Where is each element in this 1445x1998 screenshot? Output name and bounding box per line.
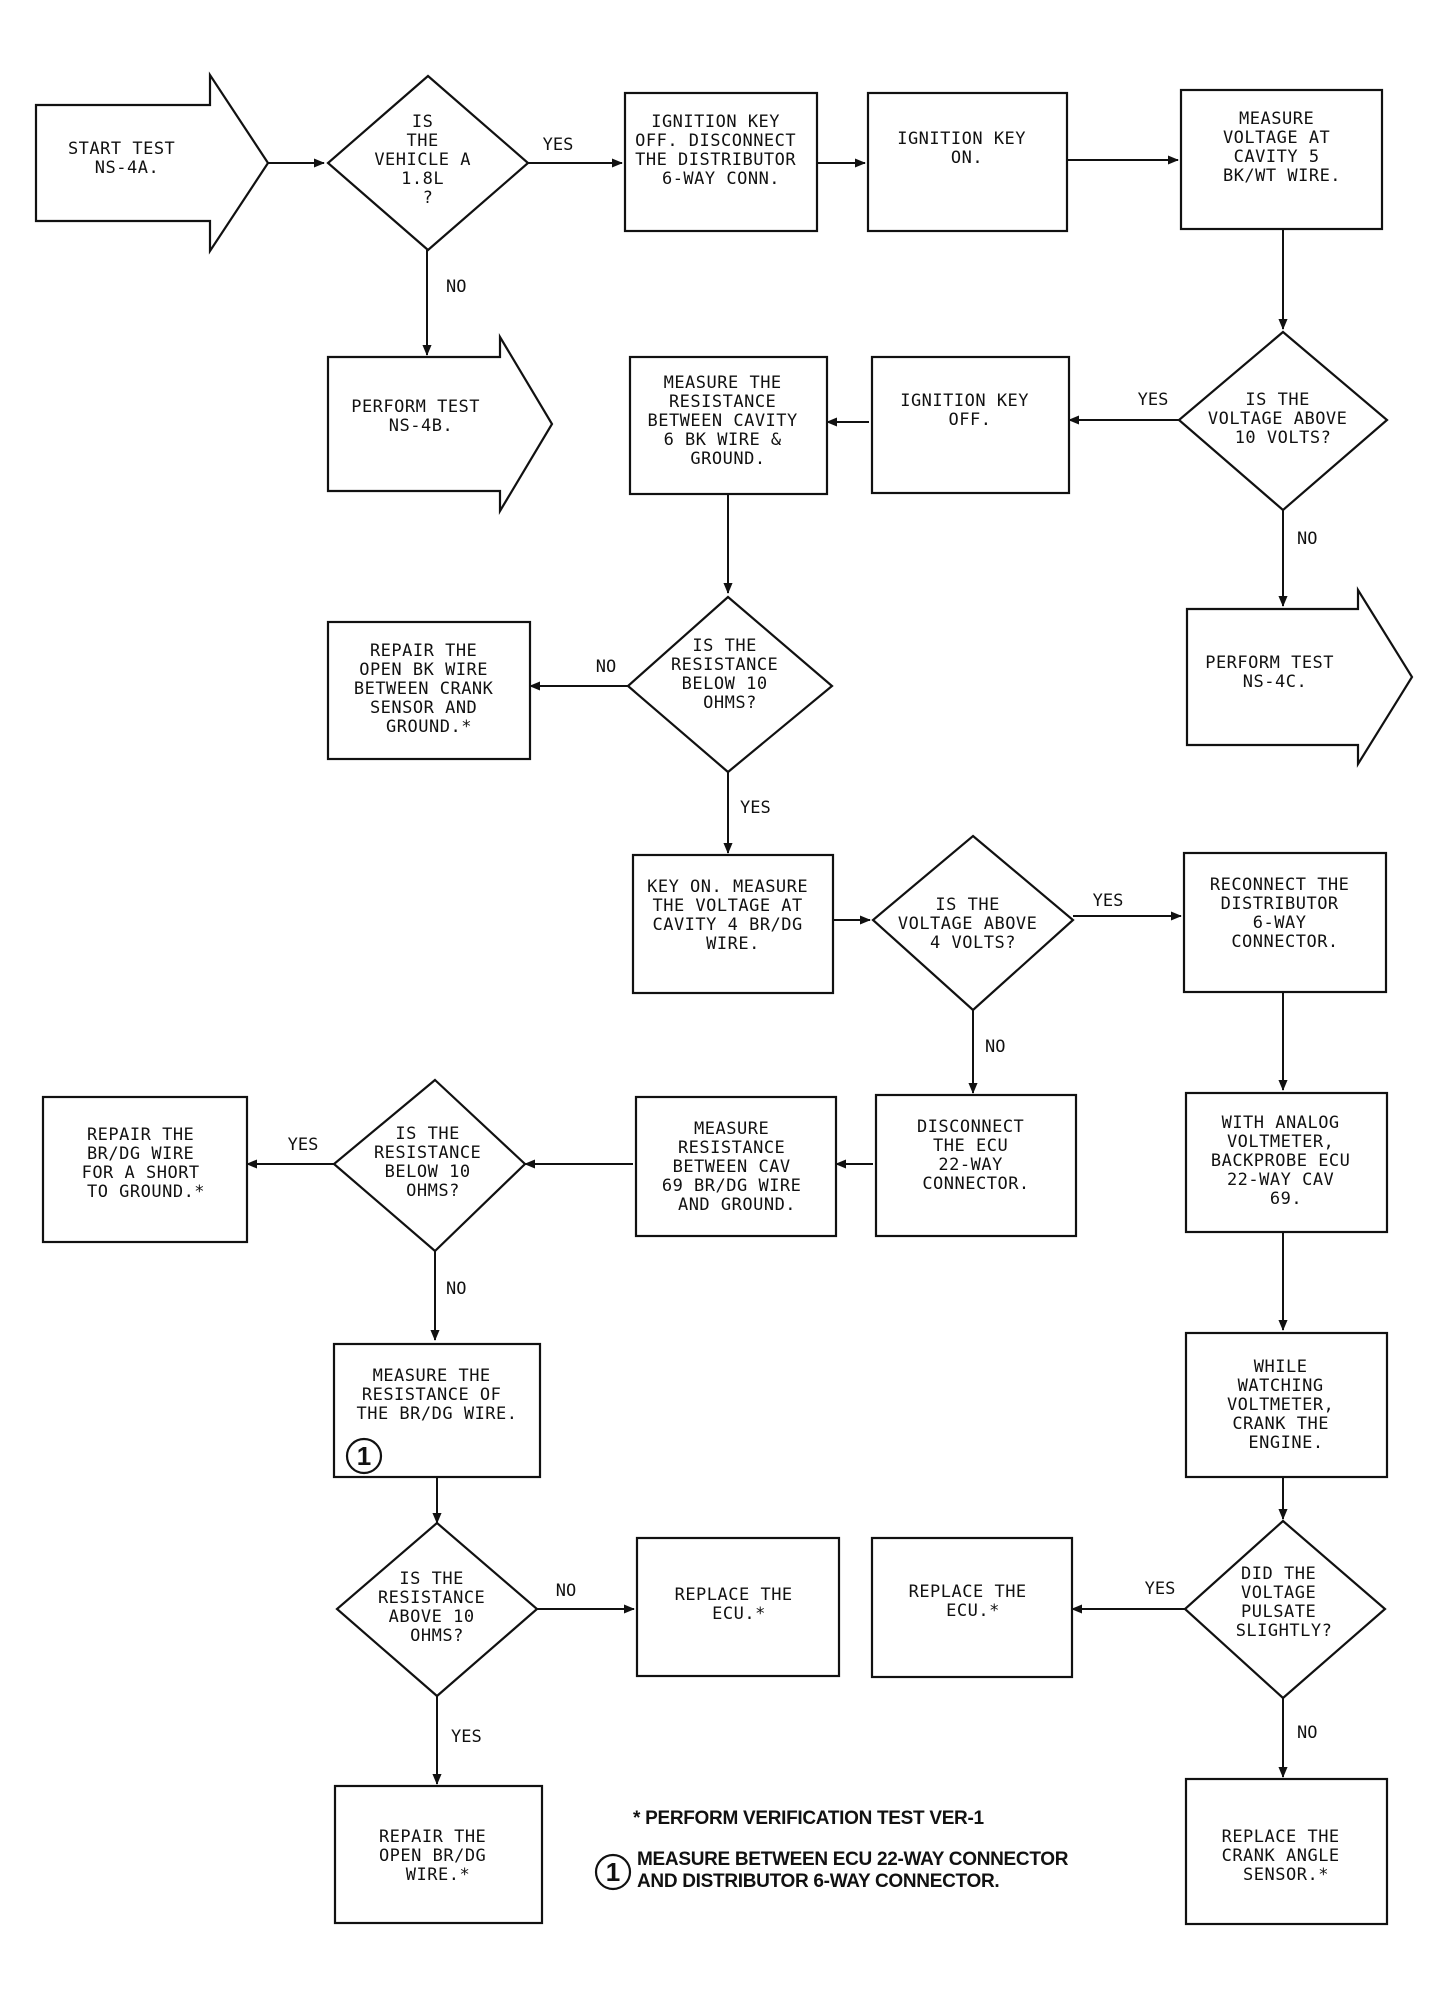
box-measure-resistance-cav6 xyxy=(628,355,829,496)
text-measure-brdg: MEASURE THE RESISTANCE OF THE BR/DG WIRE… xyxy=(356,1366,517,1424)
text-q-voltage-10v: IS THE VOLTAGE ABOVE 10 VOLTS? xyxy=(1208,390,1358,448)
box-replace-ecu-b xyxy=(870,1536,1074,1679)
decision-resistance-above10 xyxy=(335,1521,539,1698)
label-no-q10v: NO xyxy=(1297,529,1317,549)
box-replace-sensor xyxy=(1184,1777,1389,1926)
decision-pulsate xyxy=(1183,1519,1387,1700)
label-no-q1: NO xyxy=(446,277,466,297)
footnote-verification: * PERFORM VERIFICATION TEST VER-1 xyxy=(633,1808,985,1829)
text-replace-ecu-b: REPLACE THE ECU.* xyxy=(909,1582,1038,1621)
text-repair-short: REPAIR THE BR/DG WIRE FOR A SHORT TO GRO… xyxy=(82,1125,211,1202)
box-ignition-off xyxy=(870,355,1071,495)
text-perform-ns4b: PERFORM TEST NS-4B. xyxy=(351,397,491,436)
text-start: START TEST NS-4A. xyxy=(68,139,186,178)
label-no-qres-b: NO xyxy=(446,1279,466,1299)
label-yes-qpulse: YES xyxy=(1145,1579,1176,1599)
text-measure-resistance-cav6: MEASURE THE RESISTANCE BETWEEN CAVITY 6 … xyxy=(647,373,808,469)
branch-labels: YES NO YES NO NO YES YES NO YES NO NO YE… xyxy=(288,135,1318,1747)
label-yes-qres-a: YES xyxy=(740,798,771,818)
label-yes-qres-b: YES xyxy=(288,1135,319,1155)
text-q-vehicle: IS THE VEHICLE A 1.8L ? xyxy=(374,112,481,208)
box-crank xyxy=(1184,1331,1389,1479)
label-yes-q10v: YES xyxy=(1138,390,1169,410)
box-disconnect-ecu xyxy=(874,1093,1078,1238)
label-no-q4v: NO xyxy=(985,1037,1005,1057)
text-replace-sensor: REPLACE THE CRANK ANGLE SENSOR.* xyxy=(1222,1827,1351,1885)
box-repair-open-bk xyxy=(326,620,532,761)
perform-ns4b-arrow xyxy=(326,333,554,515)
text-reconnect: RECONNECT THE DISTRIBUTOR 6-WAY CONNECTO… xyxy=(1210,875,1360,952)
text-repair-open-bk: REPAIR THE OPEN BK WIRE BETWEEN CRANK SE… xyxy=(354,641,504,737)
start-arrow xyxy=(34,71,270,255)
box-measure-cavity5 xyxy=(1179,88,1384,231)
label-yes-q4v: YES xyxy=(1093,891,1124,911)
text-repair-open-brdg: REPAIR THE OPEN BR/DG WIRE.* xyxy=(379,1827,497,1885)
text-crank: WHILE WATCHING VOLTMETER, CRANK THE ENGI… xyxy=(1227,1357,1345,1453)
note-marker-circle xyxy=(345,1437,383,1475)
node-texts: START TEST NS-4A. IS THE VEHICLE A 1.8L … xyxy=(68,109,1361,1885)
text-ignition-off: IGNITION KEY OFF. xyxy=(900,391,1040,430)
text-perform-ns4c: PERFORM TEST NS-4C. xyxy=(1205,653,1345,692)
text-q-resistance-below10-a: IS THE RESISTANCE BELOW 10 OHMS? xyxy=(671,636,789,713)
box-replace-ecu-a xyxy=(635,1536,841,1678)
box-measure-cav69 xyxy=(634,1095,838,1238)
box-backprobe xyxy=(1184,1091,1389,1234)
box-reconnect xyxy=(1182,851,1388,994)
text-q-pulsate: DID THE VOLTAGE PULSATE SLIGHTLY? xyxy=(1236,1564,1333,1641)
footnotes: * PERFORM VERIFICATION TEST VER-1 1 MEAS… xyxy=(606,1808,1073,1892)
box-repair-short xyxy=(41,1095,249,1244)
decision-voltage-4v xyxy=(871,834,1075,1012)
text-q-resistance-above10: IS THE RESISTANCE ABOVE 10 OHMS? xyxy=(378,1569,496,1646)
label-no-qabove: NO xyxy=(556,1581,576,1601)
perform-ns4c-arrow xyxy=(1185,586,1414,768)
text-ignition-on: IGNITION KEY ON. xyxy=(897,129,1037,168)
footnote-marker-circle xyxy=(594,1853,632,1891)
footnote-marker: 1 xyxy=(606,1857,620,1887)
text-replace-ecu-a: REPLACE THE ECU.* xyxy=(675,1585,804,1624)
label-yes-q1: YES xyxy=(543,135,574,155)
text-q-resistance-below10-b: IS THE RESISTANCE BELOW 10 OHMS? xyxy=(374,1124,492,1201)
label-yes-qabove: YES xyxy=(451,1727,482,1747)
text-measure-cavity5: MEASURE VOLTAGE AT CAVITY 5 BK/WT WIRE. xyxy=(1223,109,1341,186)
box-repair-open-brdg xyxy=(333,1784,544,1925)
label-no-qres-a: NO xyxy=(596,657,616,677)
decision-vehicle xyxy=(326,74,530,252)
text-ignition-off-disconnect: IGNITION KEY OFF. DISCONNECT THE DISTRIB… xyxy=(635,112,807,189)
text-disconnect-ecu: DISCONNECT THE ECU 22-WAY CONNECTOR. xyxy=(917,1117,1035,1194)
text-backprobe: WITH ANALOG VOLTMETER, BACKPROBE ECU 22-… xyxy=(1211,1113,1361,1209)
footnote-measure-note: MEASURE BETWEEN ECU 22-WAY CONNECTOR AND… xyxy=(637,1849,1073,1892)
shapes xyxy=(34,71,1414,1926)
box-key-on-measure xyxy=(631,853,835,995)
label-no-qpulse: NO xyxy=(1297,1723,1317,1743)
decision-voltage-10v xyxy=(1177,330,1389,512)
box-ignition-off-disconnect xyxy=(623,91,819,233)
box-ignition-on xyxy=(866,91,1069,233)
connectors xyxy=(246,155,1288,1785)
text-measure-cav69: MEASURE RESISTANCE BETWEEN CAV 69 BR/DG … xyxy=(662,1119,812,1215)
text-note-marker: 1 xyxy=(357,1441,371,1471)
decision-resistance-below10-a xyxy=(626,595,834,774)
decision-resistance-below10-b xyxy=(332,1078,527,1253)
text-q-voltage-4v: IS THE VOLTAGE ABOVE 4 VOLTS? xyxy=(898,895,1048,953)
text-key-on-measure: KEY ON. MEASURE THE VOLTAGE AT CAVITY 4 … xyxy=(647,877,819,954)
